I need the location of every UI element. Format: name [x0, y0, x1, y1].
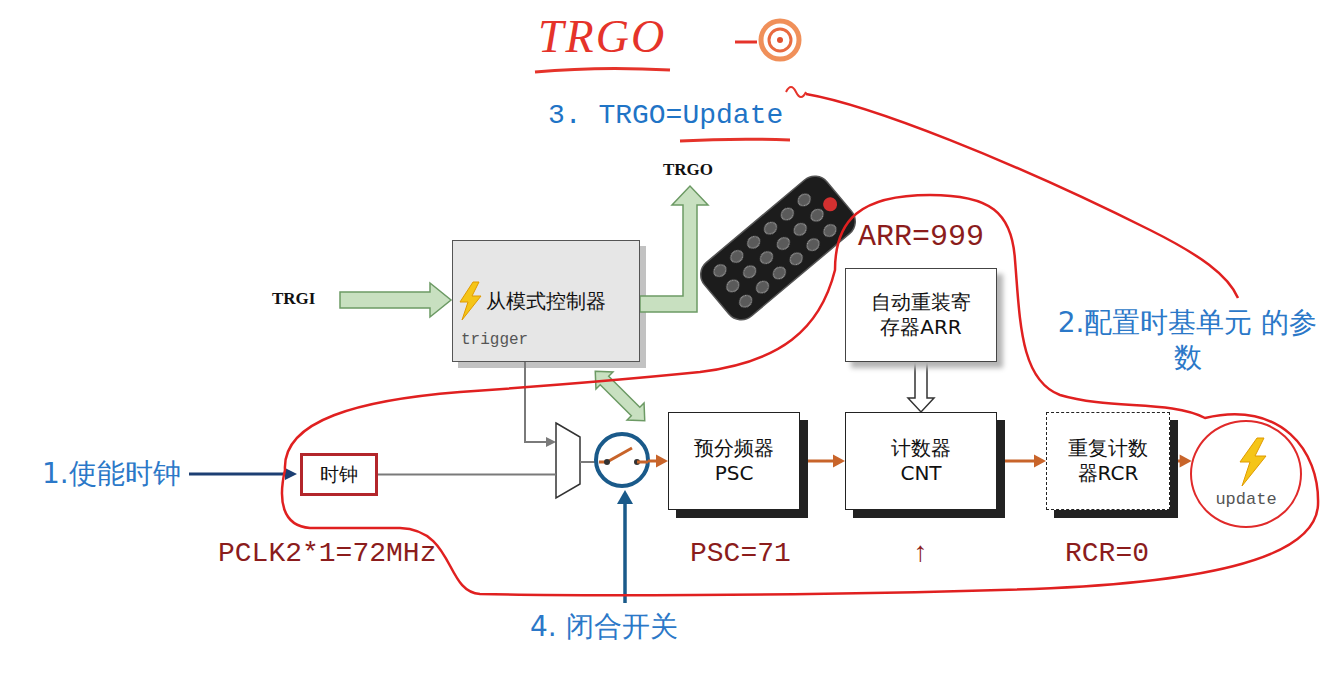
hand-underline	[535, 68, 670, 72]
arrowhead	[833, 455, 845, 468]
box-fill	[452, 240, 640, 362]
connector	[908, 362, 934, 412]
switch-lever	[599, 448, 632, 462]
box-label: 预分频器 PSC	[679, 436, 789, 486]
repeat-counter-box: 重复计数器RCR	[1046, 412, 1170, 510]
connector	[800, 455, 845, 468]
box-label: 计数器 CNT	[886, 436, 956, 486]
step-note: 3. TRGO=Update	[548, 100, 783, 131]
clock-box: 时钟	[300, 453, 378, 496]
signal-wire	[800, 460, 834, 463]
controller-box: 从模式控制器 trigger	[452, 240, 640, 362]
counter-box: 计数器 CNT	[845, 412, 997, 510]
pointer-head	[617, 490, 633, 504]
box-label: 从模式控制器	[486, 289, 606, 314]
connector	[997, 455, 1046, 468]
hand-underline	[680, 139, 790, 141]
target-icon	[777, 37, 783, 43]
load-arrow	[908, 362, 934, 412]
register-box: 自动重装寄存器ARR	[845, 268, 997, 362]
signal-name: TRGO	[663, 160, 713, 180]
signal-wire	[997, 460, 1035, 463]
select-wire	[525, 362, 548, 442]
switch-contact	[604, 459, 610, 465]
switch-ring	[596, 434, 648, 486]
output-arrow	[640, 186, 708, 312]
remote-buttons	[705, 185, 845, 316]
hand-stroke	[786, 87, 806, 97]
pointer-head	[285, 468, 297, 480]
signal-wire	[1170, 460, 1181, 463]
target-icon	[761, 21, 799, 59]
multiplexer	[556, 423, 580, 498]
step-note: 4. 闭合开关	[530, 608, 678, 646]
parameter-value: PSC=71	[690, 538, 791, 569]
connector	[378, 455, 668, 475]
update-bolt	[1240, 438, 1266, 486]
step-note: 1.使能时钟	[42, 455, 181, 493]
box-label: 重复计数器RCR	[1061, 436, 1155, 486]
pointer-mark: ↑	[912, 538, 929, 569]
signal-name: TRGI	[272, 289, 315, 309]
update-event: update	[1190, 420, 1302, 528]
input-arrow	[340, 283, 451, 317]
arrowhead	[656, 455, 668, 468]
arrowhead	[1034, 455, 1046, 468]
step-note: 2.配置时基单元 的参数	[1055, 305, 1320, 375]
pointer-line	[189, 473, 286, 476]
box-label: 时钟	[320, 463, 358, 487]
target-icon	[769, 29, 791, 51]
control-arrow	[587, 363, 653, 429]
handwritten-note: TRGO	[538, 10, 666, 63]
parameter-value: PCLK2*1=72MHz	[218, 538, 436, 569]
prescaler-box: 预分频器 PSC	[668, 412, 800, 510]
switch-wire	[637, 461, 648, 464]
hand-loop	[282, 195, 1318, 595]
trigger-bolt	[460, 282, 481, 320]
parameter-value: ARR=999	[858, 220, 984, 254]
signal-wire	[648, 460, 657, 463]
remote-power-button	[820, 194, 840, 214]
clock-wire	[378, 474, 556, 476]
box-label: update	[1215, 489, 1276, 510]
hand-stroke	[735, 41, 757, 44]
box-label: 自动重装寄存器ARR	[866, 290, 976, 340]
select-arrowhead	[546, 437, 556, 447]
parameter-value: RCR=0	[1065, 538, 1149, 569]
box-sublabel: trigger	[461, 331, 528, 349]
pointer-line	[623, 500, 627, 603]
connector	[1170, 455, 1192, 468]
